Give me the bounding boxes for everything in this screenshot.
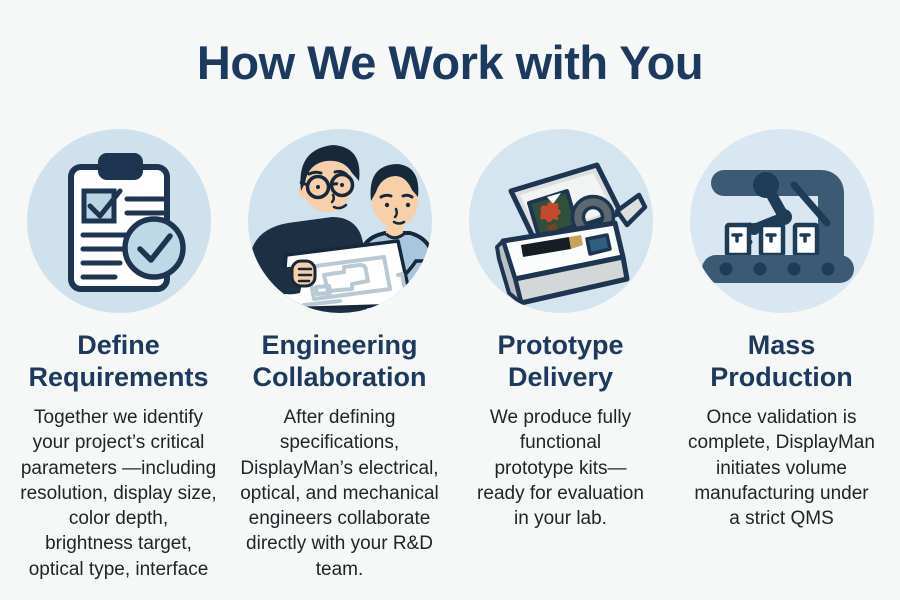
step-title: Mass Production [710, 330, 853, 393]
robotic-arm-conveyor-icon [701, 170, 854, 284]
prototype-kit-open-box-icon [494, 162, 647, 306]
step-icon-circle [247, 129, 432, 314]
step-define-requirements: Define Requirements Together we identify… [12, 129, 225, 582]
step-title: Prototype Delivery [497, 330, 624, 393]
page-title: How We Work with You [196, 36, 704, 89]
step-description: Once validation is complete, DisplayMan … [688, 407, 875, 530]
engineers-reviewing-blueprint-icon [249, 145, 432, 314]
steps-grid: Define Requirements Together we identify… [12, 129, 888, 582]
clipboard-checklist-icon [67, 153, 186, 293]
step-description: After defining specifications, DisplayMa… [240, 407, 439, 580]
step-engineering-collaboration: Engineering Collaboration After defining… [233, 129, 446, 582]
step-description: We produce fully functional prototype ki… [477, 407, 644, 530]
step-icon-circle [26, 129, 211, 314]
step-description: Together we identify your project’s crit… [20, 407, 217, 580]
step-title: Define Requirements [28, 330, 209, 393]
step-mass-production: Mass Production Once validation is compl… [675, 129, 888, 582]
step-icon-circle [689, 129, 874, 314]
step-icon-circle [468, 129, 653, 314]
step-prototype-delivery: Prototype Delivery We produce fully func… [454, 129, 667, 582]
step-title: Engineering Collaboration [252, 330, 427, 393]
